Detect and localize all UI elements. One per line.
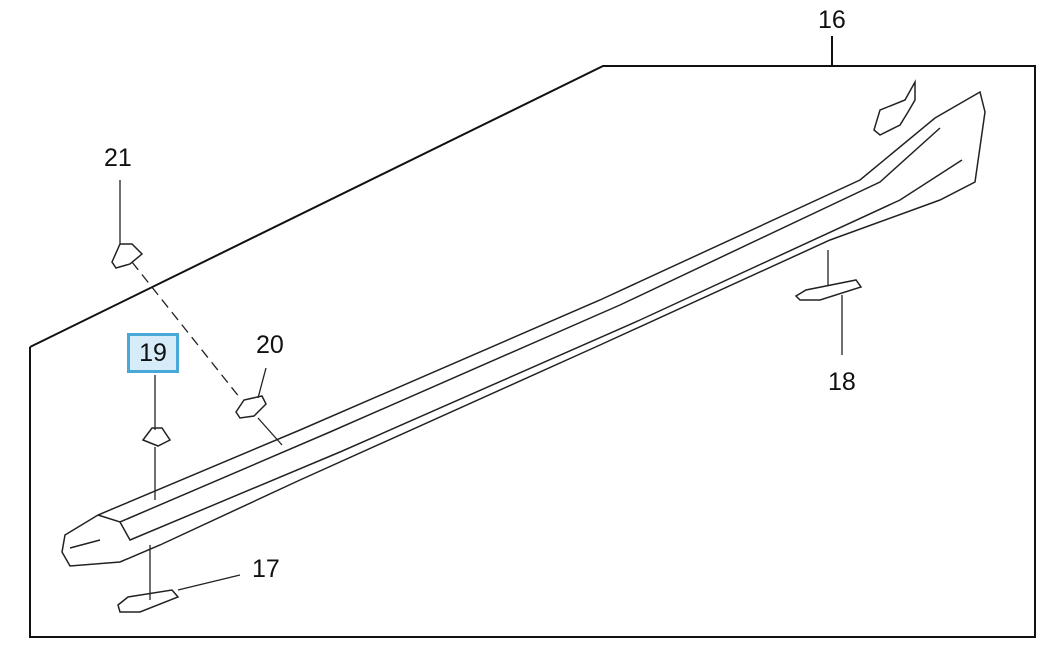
callout-19-highlighted[interactable]: 19 bbox=[127, 333, 179, 373]
assembly-frame bbox=[29, 65, 1036, 638]
callout-20[interactable]: 20 bbox=[256, 331, 284, 359]
rocker-panel bbox=[61, 90, 986, 567]
callout-21[interactable]: 21 bbox=[104, 144, 132, 172]
clip-17 bbox=[117, 589, 180, 613]
clip-21 bbox=[111, 243, 144, 269]
callout-17[interactable]: 17 bbox=[252, 555, 280, 583]
callout-16[interactable]: 16 bbox=[818, 6, 846, 34]
clip-20 bbox=[235, 395, 267, 419]
clip-18 bbox=[794, 279, 863, 301]
retainer-19 bbox=[141, 427, 172, 447]
bracket-top bbox=[873, 79, 916, 136]
callout-18[interactable]: 18 bbox=[828, 368, 856, 396]
